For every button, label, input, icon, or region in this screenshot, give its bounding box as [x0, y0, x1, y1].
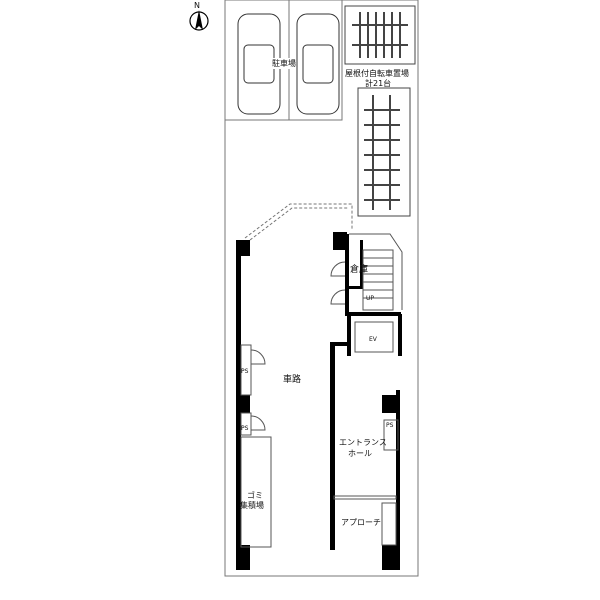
doors [240, 261, 399, 548]
up-label: UP [366, 295, 375, 302]
north-arrow-icon [189, 10, 209, 31]
bike-rack-area [344, 5, 416, 217]
garbage-label-2: 集積場 [240, 501, 264, 510]
parking-area [224, 0, 343, 121]
ps-label-1: PS [241, 368, 249, 375]
ps-label-3: PS [386, 422, 394, 429]
north-label: N [194, 1, 200, 10]
ps-label-2: PS [241, 425, 249, 432]
entrance-label-2: ホール [348, 449, 372, 458]
bike-count-label: 計21台 [365, 79, 392, 88]
storage-label: 倉庫 [350, 265, 369, 275]
site-boundary [224, 0, 419, 577]
garbage-label-1: ゴミ [247, 491, 263, 500]
approach-label: アプローチ [341, 518, 381, 527]
bike-parking-label: 屋根付自転車置場 [345, 69, 409, 78]
ev-label: EV [369, 336, 377, 343]
driveway-label: 車路 [283, 375, 302, 385]
walls [236, 232, 402, 570]
entrance-label-1: エントランス [339, 438, 387, 447]
parking-label: 駐車場 [272, 58, 296, 69]
